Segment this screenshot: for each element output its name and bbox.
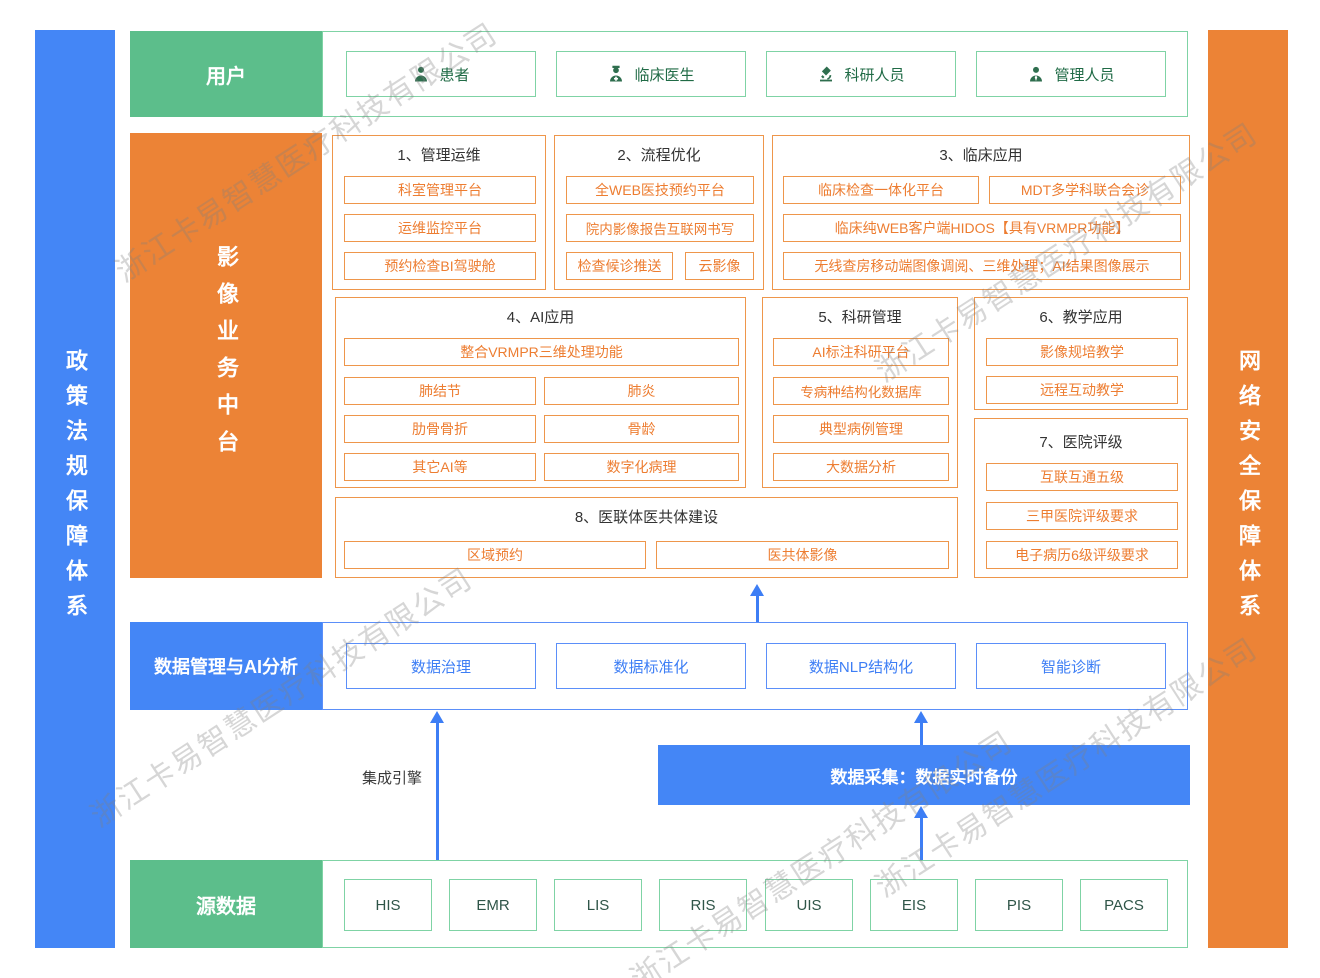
source-item-eis: EIS bbox=[870, 879, 958, 931]
item-box: 电子病历6级评级要求 bbox=[986, 541, 1178, 569]
item-box: 运维监控平台 bbox=[344, 214, 536, 242]
source-row-container: HIS EMR LIS RIS UIS EIS PIS PACS bbox=[322, 860, 1188, 948]
item-box: MDT多学科联合会诊 bbox=[989, 176, 1181, 204]
section-title: 3、临床应用 bbox=[939, 147, 1023, 164]
data-collection-box: 数据采集：数据实时备份 bbox=[658, 745, 1190, 805]
item-box: 云影像 bbox=[685, 252, 754, 280]
section-ai-application: 4、AI应用 整合VRMPR三维处理功能 肺结节 肺炎 肋骨骨折 骨龄 其它AI… bbox=[335, 297, 746, 488]
section-title: 1、管理运维 bbox=[397, 147, 481, 164]
item-box: 影像规培教学 bbox=[986, 338, 1178, 366]
user-item-researcher: 科研人员 bbox=[766, 51, 956, 97]
user-row-container: 患者 临床医生 科研人员 管理人员 bbox=[322, 31, 1188, 117]
item-box: 无线查房移动端图像调阅、三维处理；AI结果图像展示 bbox=[783, 252, 1181, 280]
source-item-ris: RIS bbox=[659, 879, 747, 931]
item-box: 大数据分析 bbox=[773, 453, 949, 481]
data-mgmt-item: 数据NLP结构化 bbox=[766, 643, 956, 689]
source-item-pis: PIS bbox=[975, 879, 1063, 931]
data-mgmt-label: 数据管理与AI分析 bbox=[130, 622, 322, 710]
item-box: 三甲医院评级要求 bbox=[986, 502, 1178, 530]
item-box: 典型病例管理 bbox=[773, 415, 949, 443]
user-item-manager: 管理人员 bbox=[976, 51, 1166, 97]
user-item-patient: 患者 bbox=[346, 51, 536, 97]
item-box: 区域预约 bbox=[344, 541, 646, 569]
item-box: 互联互通五级 bbox=[986, 463, 1178, 491]
section-management-ops: 1、管理运维 科室管理平台 运维监控平台 预约检查BI驾驶舱 bbox=[332, 135, 546, 290]
item-box: 科室管理平台 bbox=[344, 176, 536, 204]
section-process-optimization: 2、流程优化 全WEB医技预约平台 院内影像报告互联网书写 检查候诊推送 云影像 bbox=[554, 135, 764, 290]
source-row-label: 源数据 bbox=[130, 860, 322, 948]
user-row-label: 用户 bbox=[130, 31, 322, 117]
doctor-icon bbox=[607, 65, 625, 83]
source-item-emr: EMR bbox=[449, 879, 537, 931]
item-box: 肋骨骨折 bbox=[344, 415, 536, 443]
manager-icon bbox=[1027, 65, 1045, 83]
network-security-bar: 网络安全保障体系 bbox=[1208, 30, 1288, 948]
item-box: 临床检查一体化平台 bbox=[783, 176, 979, 204]
item-box: 肺结节 bbox=[344, 377, 536, 405]
item-box: 远程互动教学 bbox=[986, 376, 1178, 404]
item-box: 全WEB医技预约平台 bbox=[566, 176, 754, 204]
item-box: 医共体影像 bbox=[656, 541, 949, 569]
source-item-uis: UIS bbox=[765, 879, 853, 931]
item-box: 数字化病理 bbox=[544, 453, 739, 481]
user-item-label: 患者 bbox=[439, 66, 470, 84]
microscope-icon bbox=[817, 65, 835, 83]
user-item-doctor: 临床医生 bbox=[556, 51, 746, 97]
section-title: 2、流程优化 bbox=[617, 147, 701, 164]
source-item-pacs: PACS bbox=[1080, 879, 1168, 931]
section-title: 6、教学应用 bbox=[1039, 309, 1123, 326]
section-clinical-application: 3、临床应用 临床检查一体化平台 MDT多学科联合会诊 临床纯WEB客户端HID… bbox=[772, 135, 1190, 290]
section-title: 4、AI应用 bbox=[506, 309, 575, 326]
data-mgmt-item: 智能诊断 bbox=[976, 643, 1166, 689]
section-teaching-application: 6、教学应用 影像规培教学 远程互动教学 bbox=[974, 297, 1188, 410]
source-item-his: HIS bbox=[344, 879, 432, 931]
patient-icon bbox=[412, 65, 430, 83]
network-security-label: 网络安全保障体系 bbox=[1236, 349, 1261, 629]
data-mgmt-container: 数据治理 数据标准化 数据NLP结构化 智能诊断 bbox=[322, 622, 1188, 710]
item-box: 骨龄 bbox=[544, 415, 739, 443]
item-box: 其它AI等 bbox=[344, 453, 536, 481]
user-item-label: 管理人员 bbox=[1054, 66, 1115, 84]
user-item-label: 临床医生 bbox=[634, 66, 695, 84]
item-box: 预约检查BI驾驶舱 bbox=[344, 252, 536, 280]
item-box: 专病种结构化数据库 bbox=[773, 377, 949, 405]
policy-regulation-label: 政策法规保障体系 bbox=[63, 349, 88, 629]
section-medical-alliance: 8、医联体医共体建设 区域预约 医共体影像 bbox=[335, 497, 958, 578]
item-box: 临床纯WEB客户端HIDOS【具有VRMPR功能】 bbox=[783, 214, 1181, 242]
section-title: 7、医院评级 bbox=[1039, 434, 1123, 451]
integration-engine-label: 集成引擎 bbox=[361, 770, 422, 787]
item-box: 肺炎 bbox=[544, 377, 739, 405]
user-item-label: 科研人员 bbox=[844, 66, 905, 84]
item-box: 检查候诊推送 bbox=[566, 252, 673, 280]
item-box: 整合VRMPR三维处理功能 bbox=[344, 338, 739, 366]
section-hospital-rating: 7、医院评级 互联互通五级 三甲医院评级要求 电子病历6级评级要求 bbox=[974, 418, 1188, 578]
policy-regulation-bar: 政策法规保障体系 bbox=[35, 30, 115, 948]
section-title: 5、科研管理 bbox=[818, 309, 902, 326]
data-mgmt-item: 数据治理 bbox=[346, 643, 536, 689]
section-research-management: 5、科研管理 AI标注科研平台 专病种结构化数据库 典型病例管理 大数据分析 bbox=[762, 297, 958, 488]
source-item-lis: LIS bbox=[554, 879, 642, 931]
item-box: AI标注科研平台 bbox=[773, 338, 949, 366]
imaging-platform-label: 影像业务中台 bbox=[130, 133, 322, 578]
data-mgmt-item: 数据标准化 bbox=[556, 643, 746, 689]
item-box: 院内影像报告互联网书写 bbox=[566, 214, 754, 242]
section-title: 8、医联体医共体建设 bbox=[574, 509, 719, 526]
